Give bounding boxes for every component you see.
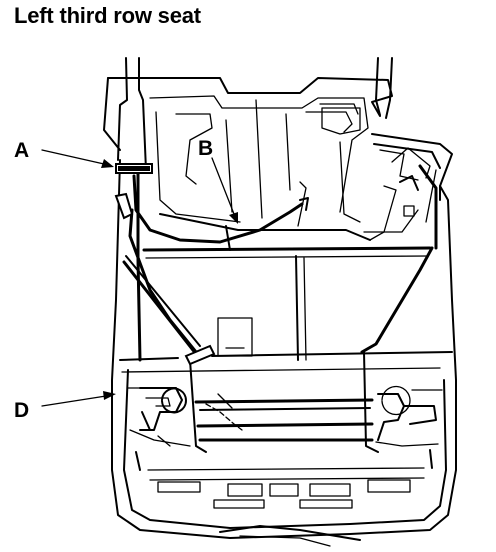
callout-a: A xyxy=(14,139,29,162)
right-bracket xyxy=(369,133,453,241)
rod-clip xyxy=(184,344,216,366)
seat-back-structure xyxy=(103,57,393,241)
diagram-title: Left third row seat xyxy=(14,3,201,28)
release-cable xyxy=(114,174,309,354)
clip-a xyxy=(115,163,153,174)
callout-leaders xyxy=(41,149,238,407)
lower-mechanism xyxy=(127,351,443,547)
callout-b: B xyxy=(198,137,213,160)
callout-d: D xyxy=(14,399,29,422)
